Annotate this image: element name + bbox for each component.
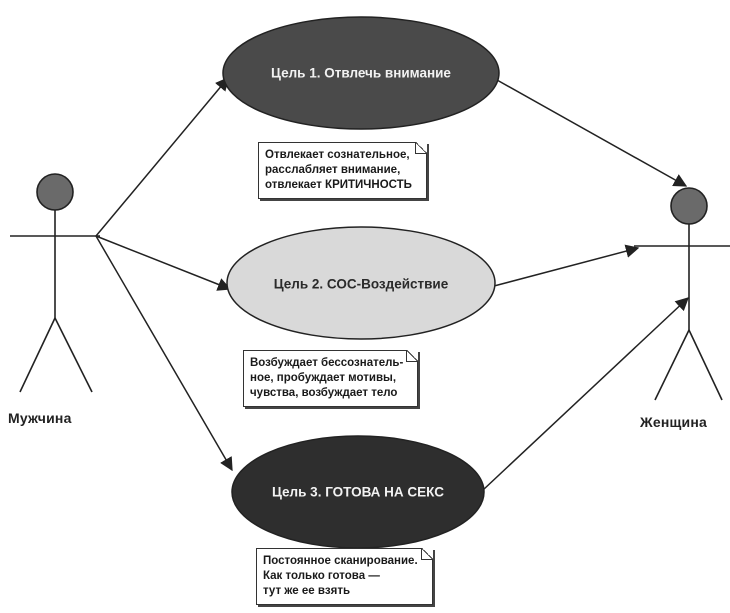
goal-3-label: Цель 3. ГОТОВА НА СЕКС xyxy=(272,484,444,500)
goal-1-label: Цель 1. Отвлечь внимание xyxy=(271,65,451,81)
note-goal-2-line-1: Возбуждает бессознатель- xyxy=(250,357,404,369)
arrow-goal-1-to-woman xyxy=(496,79,688,187)
note-goal-3: Постоянное сканирование. Как только гото… xyxy=(256,548,433,605)
actor-woman-leg-left xyxy=(654,329,690,401)
actor-man-leg-left xyxy=(19,317,56,393)
actor-man-head xyxy=(36,173,74,211)
arrow-man-to-goal-2 xyxy=(95,235,232,291)
note-goal-1-line-3: отвлекает КРИТИЧНОСТЬ xyxy=(265,179,412,191)
actor-man-label: Мужчина xyxy=(8,410,72,426)
actor-woman-head xyxy=(670,187,708,225)
actor-woman-leg-right xyxy=(688,329,723,401)
goal-2-label: Цель 2. СОС-Воздействие xyxy=(273,276,449,292)
note-goal-2-line-2: ное, пробуждает мотивы, xyxy=(250,372,397,384)
actor-man-leg-right xyxy=(54,317,93,393)
note-goal-2: Возбуждает бессознатель- ное, пробуждает… xyxy=(243,350,419,407)
actor-woman-label: Женщина xyxy=(640,414,707,430)
actor-woman xyxy=(634,187,730,401)
note-goal-1-line-1: Отвлекает сознательное, xyxy=(265,149,410,161)
arrow-goal-3-to-woman xyxy=(482,297,689,491)
note-goal-3-line-1: Постоянное сканирование. xyxy=(263,555,418,567)
note-goal-3-line-2: Как только готова — xyxy=(263,570,380,582)
note-goal-1-line-2: расслабляет внимание, xyxy=(265,164,401,176)
arrow-man-to-goal-3 xyxy=(95,235,233,472)
note-goal-1: Отвлекает сознательное, расслабляет вним… xyxy=(258,142,427,199)
note-goal-2-line-3: чувства, возбуждает тело xyxy=(250,387,398,399)
goal-2-ellipse xyxy=(226,226,496,340)
note-goal-3-line-3: тут же ее взять xyxy=(263,585,351,597)
arrow-goal-2-to-woman xyxy=(493,244,640,287)
actor-man xyxy=(10,173,100,393)
goal-1-ellipse xyxy=(222,16,500,130)
arrow-man-to-goal-1 xyxy=(95,76,229,237)
